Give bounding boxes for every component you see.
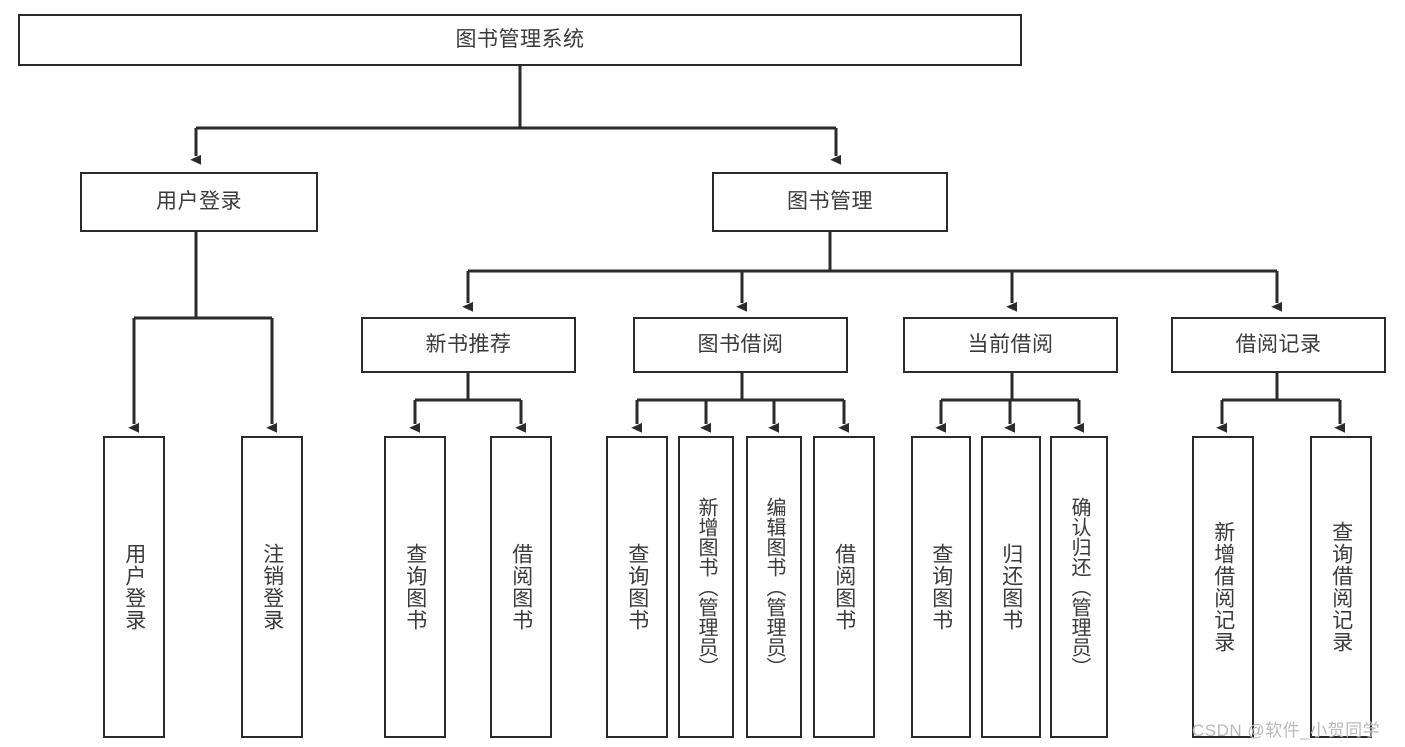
node-book-borrow-label: 图书借阅 [697, 333, 784, 357]
node-leaf-add-borrow-record[interactable]: 新增借阅记录 [1192, 436, 1254, 738]
node-new-book-rec-label: 新书推荐 [425, 333, 512, 357]
node-leaf-borrow-book[interactable]: 借阅图书 [813, 436, 875, 738]
node-leaf-return-book[interactable]: 归还图书 [981, 436, 1041, 738]
node-book-manage[interactable]: 图书管理 [712, 172, 948, 232]
node-root-label: 图书管理系统 [455, 28, 585, 52]
node-current-borrow-label: 当前借阅 [967, 333, 1054, 357]
node-leaf-query-borrow-record[interactable]: 查询借阅记录 [1310, 436, 1372, 738]
node-root[interactable]: 图书管理系统 [18, 14, 1022, 66]
node-leaf-borrow-book-rec[interactable]: 借阅图书 [490, 436, 552, 738]
node-leaf-query-book-rec[interactable]: 查询图书 [384, 436, 446, 738]
node-leaf-add-book[interactable]: 新增图书（管理员） [678, 436, 734, 738]
node-borrow-record-label: 借阅记录 [1235, 333, 1322, 357]
node-leaf-query-book-current[interactable]: 查询图书 [911, 436, 971, 738]
node-leaf-logout[interactable]: 注销登录 [241, 436, 303, 738]
node-leaf-query-book-rec-label: 查询图书 [403, 543, 427, 631]
node-leaf-confirm-return[interactable]: 确认归还（管理员） [1050, 436, 1108, 738]
node-leaf-confirm-return-label: 确认归还（管理员） [1068, 497, 1090, 677]
node-book-manage-label: 图书管理 [787, 190, 873, 214]
node-leaf-borrow-book-label: 借阅图书 [832, 543, 856, 631]
node-leaf-user-login[interactable]: 用户登录 [103, 436, 165, 738]
node-leaf-query-borrow-record-label: 查询借阅记录 [1329, 521, 1353, 653]
node-leaf-user-login-label: 用户登录 [122, 543, 146, 631]
node-leaf-edit-book[interactable]: 编辑图书（管理员） [746, 436, 802, 738]
node-user-login[interactable]: 用户登录 [80, 172, 318, 232]
node-leaf-query-book-borrow[interactable]: 查询图书 [606, 436, 668, 738]
node-leaf-borrow-book-rec-label: 借阅图书 [509, 543, 533, 631]
node-book-borrow[interactable]: 图书借阅 [633, 317, 848, 373]
node-leaf-query-book-current-label: 查询图书 [929, 543, 953, 631]
node-user-login-label: 用户登录 [156, 190, 242, 214]
node-current-borrow[interactable]: 当前借阅 [903, 317, 1118, 373]
node-leaf-logout-label: 注销登录 [260, 543, 284, 631]
node-leaf-add-borrow-record-label: 新增借阅记录 [1211, 521, 1235, 653]
node-leaf-query-book-borrow-label: 查询图书 [625, 543, 649, 631]
node-leaf-edit-book-label: 编辑图书（管理员） [763, 497, 785, 677]
node-leaf-add-book-label: 新增图书（管理员） [695, 497, 717, 677]
node-borrow-record[interactable]: 借阅记录 [1171, 317, 1386, 373]
node-leaf-return-book-label: 归还图书 [999, 543, 1023, 631]
node-new-book-rec[interactable]: 新书推荐 [361, 317, 576, 373]
